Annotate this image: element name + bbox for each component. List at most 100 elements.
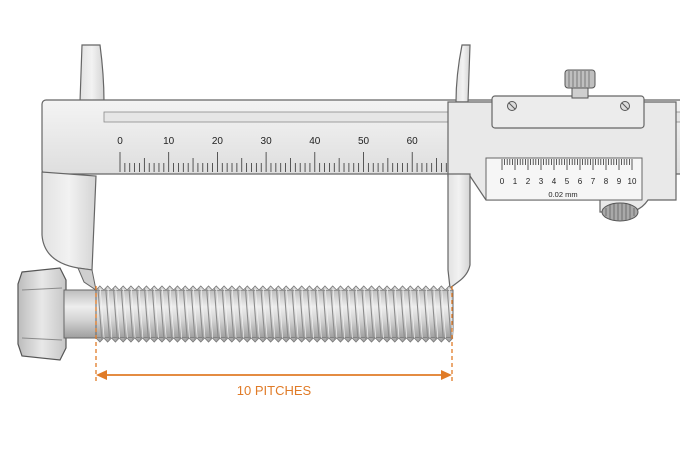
thread-highlight (255, 288, 260, 340)
thumb-wheel-icon (601, 202, 639, 222)
thread-highlight (99, 288, 105, 340)
thread-flank (446, 287, 452, 341)
thread-highlight (348, 288, 353, 340)
thread-flank (345, 287, 351, 341)
thread-highlight (239, 288, 245, 340)
thread-highlight (146, 288, 152, 340)
thread-crest (103, 285, 112, 291)
dimension-label: 10 PITCHES (237, 383, 312, 398)
thread-highlight (332, 288, 338, 340)
thread-crest (196, 337, 205, 343)
main-scale-label: 40 (309, 136, 321, 147)
thread-flank (120, 287, 126, 341)
thread-highlight (169, 288, 175, 340)
thread-crest (219, 285, 229, 291)
thread-flank (167, 287, 173, 341)
thread-crest (173, 337, 182, 343)
thread-highlight (130, 288, 136, 340)
thread-highlight (394, 288, 400, 340)
thread-crest (150, 285, 159, 291)
vernier-scale-label: 4 (552, 177, 557, 186)
thread-highlight (200, 288, 206, 340)
thread-highlight (123, 288, 128, 340)
thread-flank (221, 287, 227, 341)
thread-flank (237, 287, 243, 341)
thread-crest (103, 337, 112, 343)
thread-highlight (286, 288, 291, 340)
thread-crest (413, 285, 423, 291)
thread-flank (105, 287, 111, 341)
thread-crest (336, 285, 345, 291)
thread-flank (182, 287, 188, 341)
thread-flank (322, 287, 328, 341)
thread-highlight (185, 288, 190, 340)
thread-crest (351, 337, 361, 343)
thread-crest (258, 285, 268, 291)
thread-crest (173, 285, 182, 291)
thread-highlight (317, 288, 322, 340)
thread-crest (181, 285, 190, 291)
thread-flank (151, 287, 157, 341)
thread-crest (359, 285, 368, 291)
fixed-jaw-tip (77, 267, 97, 292)
thread-crest (142, 337, 151, 343)
fixed-lower-jaw (41, 171, 97, 271)
thread-crest (165, 285, 174, 291)
thread-crest (95, 337, 105, 343)
thread-highlight (138, 288, 144, 340)
thread-highlight (115, 288, 121, 340)
main-scale-label: 20 (212, 136, 224, 147)
thread-flank (353, 287, 359, 341)
thread-crest (181, 337, 190, 343)
thread-crest (305, 285, 314, 291)
thread-flank (369, 287, 374, 341)
thread-highlight (193, 288, 198, 340)
thread-highlight (270, 288, 276, 340)
thread-crest (305, 337, 314, 343)
bolt-shank (63, 289, 99, 339)
thread-highlight (224, 288, 229, 340)
thread-crest (204, 337, 213, 343)
thread-crest (297, 285, 306, 291)
thread-highlight (216, 288, 221, 340)
thread-flank (229, 287, 235, 341)
thread-highlight (231, 288, 237, 340)
thread-crest (258, 337, 268, 343)
fixed-upper-nib (79, 44, 105, 103)
bolt-hex-head (17, 267, 67, 361)
thread-highlight (387, 288, 392, 340)
thread-flank (400, 287, 406, 341)
thread-crest (429, 337, 438, 343)
thread-crest (289, 285, 299, 291)
thread-crest (111, 285, 120, 291)
thread-crest (398, 285, 407, 291)
thread-flank (190, 287, 196, 341)
thread-highlight (177, 288, 183, 340)
thread-flank (112, 287, 118, 341)
thread-crest (165, 337, 174, 343)
pitch-dimension: 10 PITCHES (95, 286, 453, 398)
thread-crest (266, 337, 275, 343)
sliding-lower-jaw (447, 173, 471, 290)
thread-flank (291, 287, 297, 341)
thread-crest (421, 337, 431, 343)
thread-highlight (418, 288, 423, 340)
thread-crest (328, 285, 337, 291)
thread-crest (336, 337, 345, 343)
thread-flank (337, 287, 343, 341)
dimension-arrow-left-icon (96, 370, 107, 380)
thread-crest (406, 337, 415, 343)
thread-flank (423, 287, 429, 341)
vernier-scale-label: 3 (539, 177, 544, 186)
thread-crest (375, 285, 384, 291)
thread-crest (250, 337, 260, 343)
thread-highlight (402, 288, 408, 340)
thread-highlight (371, 288, 377, 340)
thread-flank (392, 287, 398, 341)
thread-flank (275, 287, 281, 341)
thread-crest (227, 337, 236, 343)
beam-top-edge (103, 111, 680, 123)
thread-flank (330, 287, 336, 341)
thread-crest (351, 285, 361, 291)
thread-crest (406, 285, 415, 291)
